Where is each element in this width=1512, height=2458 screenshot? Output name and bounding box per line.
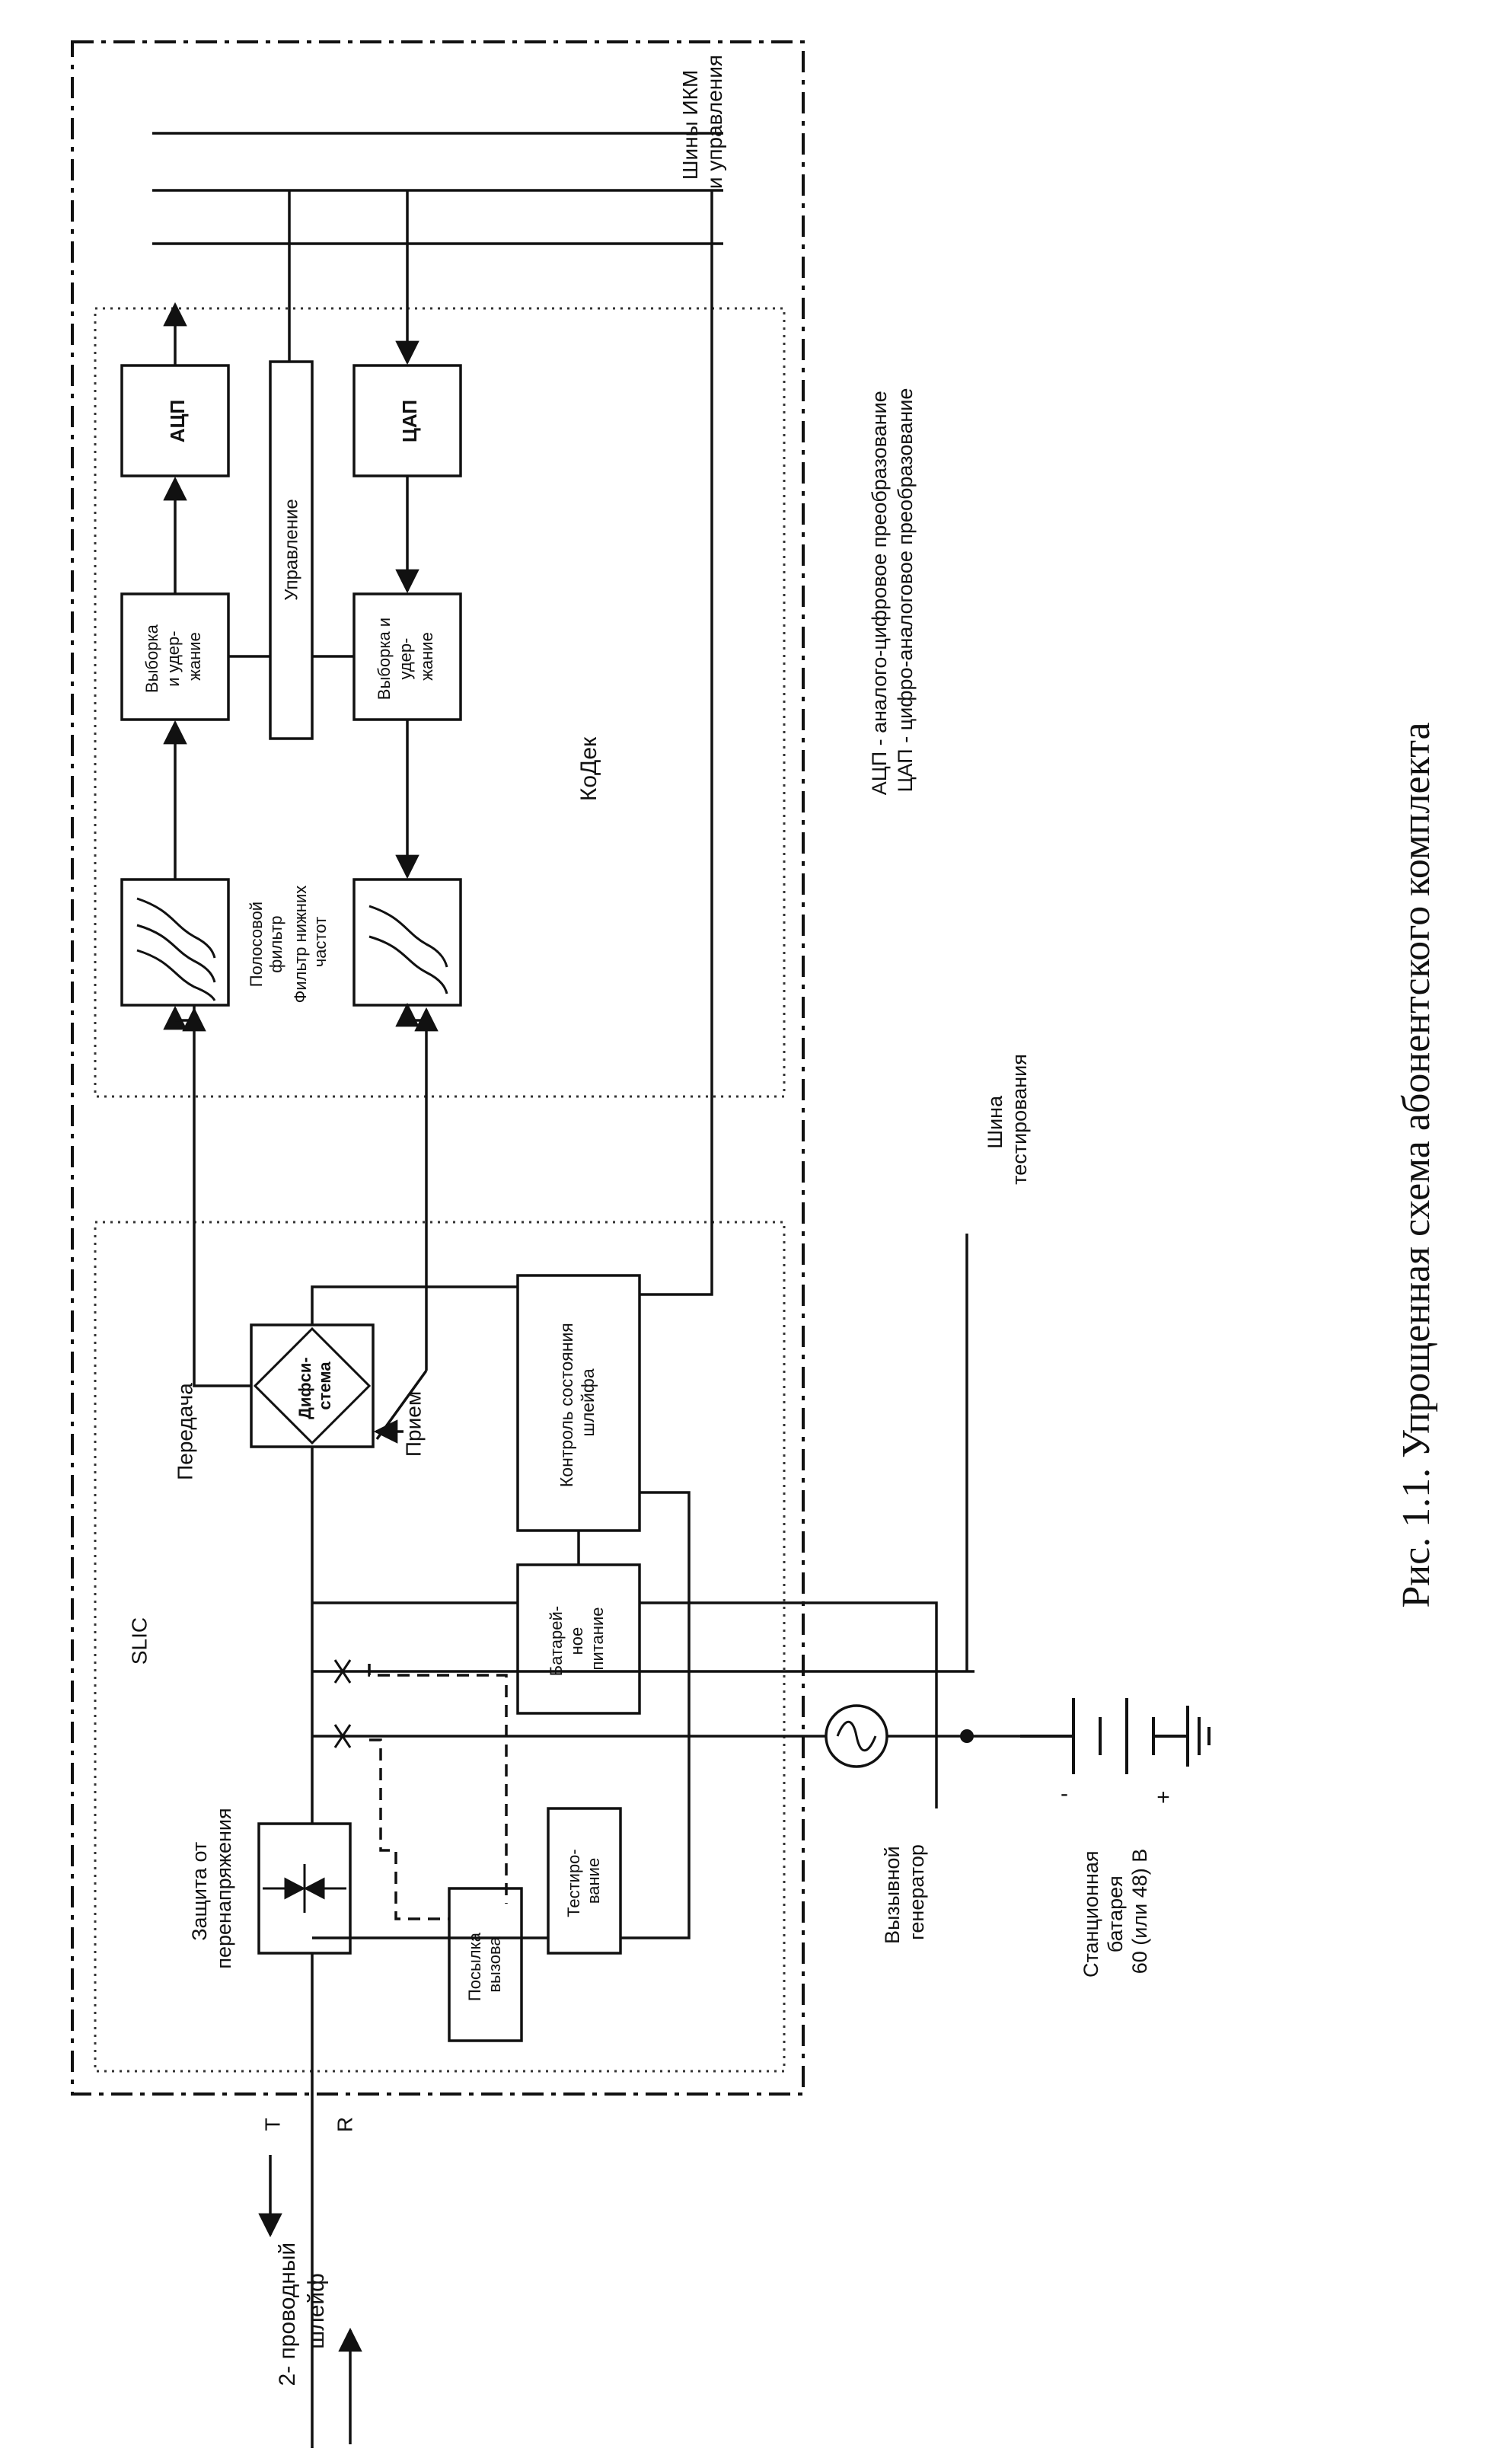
bandpass-filter-block [120,878,230,1007]
sine-wave-icon [836,1720,877,1752]
test-bus-line1: Шина [984,1095,1006,1149]
tip-label: T [260,2118,284,2131]
outer-enclosure [71,40,805,2096]
ringing-line1: Посылка [465,1932,484,2001]
lowpass-filter-block [352,878,462,1007]
svg-text:АЦП - аналого-цифровое преобра: АЦП - аналого-цифровое преобразование ЦА… [868,385,917,796]
relay-contacts [333,1659,352,1748]
sample-hold-rx-line1: Выборка и [375,618,394,700]
sample-hold-tx-line2: и удер- [164,630,183,686]
surge-protector-icon [263,1864,346,1913]
hybrid-line2: стема [315,1361,334,1410]
sample-hold-rx-line3: жание [417,632,436,681]
adc-label: АЦП [166,400,189,442]
slic-wiring [175,190,1020,2380]
battery-feed-block: Батарей- ное питание [516,1563,641,1715]
svg-text:Контроль состояния шлейф: Контроль состояния шлейфа [557,1318,598,1487]
receive-label: Прием [401,1391,425,1457]
pcm-bus-line2: и управления [703,55,726,189]
svg-text:Выборка и удер- жа: Выборка и удер- жание [142,620,204,693]
sample-hold-rx-block: Выборка и удер- жание [352,592,462,721]
station-battery-icon [1020,1698,1211,1774]
loop-label-line2: шлейф [304,2273,329,2349]
battery-line3: 60 (или 48) В [1128,1849,1151,1974]
battery-line2: батарея [1104,1875,1127,1952]
slic-label: SLIC [127,1617,151,1665]
pcm-bus-line1: Шины ИКМ [678,70,702,180]
testing-line2: вание [584,1858,603,1904]
battery-line1: Станционная [1080,1851,1102,1978]
ring-label: R [333,2117,356,2132]
ringing-block: Посылка вызова [448,1887,523,2042]
lowpass-filter-icon [368,905,448,994]
hybrid-block: Дифси- стема [250,1323,375,1448]
sample-hold-tx-block: Выборка и удер- жание [120,592,230,721]
svg-text:Шина тестирования: Шина тестирования [984,1054,1031,1185]
codec-wiring [163,190,419,1030]
slic-section-border [94,1221,786,2073]
control-block: Управление [269,360,314,740]
pcm-buses [152,132,723,245]
test-bus-line2: тестирования [1008,1054,1031,1185]
bandpass-label-2: фильтр [266,915,285,972]
ring-generator-line2: генератор [905,1844,928,1940]
filter-labels: Полосовой фильтр Фильтр нижних частот [247,881,330,1004]
battery-plus: + [1156,1785,1170,1810]
bandpass-filter-icon [136,897,216,1001]
svg-text:Батарей- ное питан: Батарей- ное питание [547,1601,607,1676]
battery-feed-line3: питание [588,1607,607,1671]
battery-feed-line1: Батарей- [547,1606,566,1676]
svg-text:Тестиро- вание: Тестиро- вание [564,1844,603,1917]
testing-line1: Тестиро- [564,1849,583,1917]
transmit-label: Передача [173,1383,196,1480]
bandpass-label-1: Полосовой [247,902,266,987]
dac-block: ЦАП [352,364,462,477]
junction-dot [960,1729,974,1743]
lowpass-label-1: Фильтр нижних [291,886,310,1004]
svg-text:Вызывной генератор: Вызывной генератор [881,1840,928,1944]
loop-monitor-line1: Контроль состояния [557,1323,576,1487]
svg-text:Посылка вызова: Посылка вызова [465,1928,504,2001]
protection-block [257,1822,352,1955]
codec-label: КоДек [576,736,601,801]
protection-line1: Защита от [188,1842,211,1941]
ringing-line2: вызова [485,1936,504,1993]
battery-feed-line2: ное [567,1627,586,1655]
svg-text:Шины ИКМ и управления: Шины ИКМ и управления [678,55,726,189]
svg-text:2- проводный шлейф: 2- проводный шлейф [275,2236,329,2386]
testing-block: Тестиро- вание [547,1807,622,1955]
loop-monitor-line2: шлейфа [578,1368,598,1436]
loop-label-line1: 2- проводный [275,2243,300,2386]
loop-wires [258,2155,362,2448]
adc-block: АЦП [120,364,230,477]
svg-text:Выборка и удер- жа: Выборка и удер- жание [375,613,436,700]
figure-caption: Рис. 1.1. Упрощенная схема абонентского … [1395,722,1438,1607]
protection-line2: перенапряжения [212,1808,235,1968]
codec-section-border [94,307,786,1098]
sample-hold-tx-line3: жание [185,632,204,681]
svg-text:Дифси- стема: Дифси- стема [295,1352,334,1419]
dac-label: ЦАП [398,400,421,442]
hybrid-line1: Дифси- [295,1357,314,1419]
svg-text:Станционная батарея 60: Станционная батарея 60 (или 48) В [1080,1845,1151,1978]
loop-monitor-block: Контроль состояния шлейфа [516,1274,641,1532]
sample-hold-tx-line1: Выборка [142,624,161,693]
battery-minus: - [1061,1781,1068,1806]
legend-line1: АЦП - аналого-цифровое преобразование [868,391,891,795]
legend-line2: ЦАП - цифро-аналоговое преобразование [894,388,917,793]
ring-generator-line1: Вызывной [881,1846,904,1944]
svg-text:Защита от перенапряжения: Защита от перенапряжения [188,1808,235,1968]
ring-generator [825,1704,888,1768]
sample-hold-rx-line2: удер- [396,638,415,680]
lowpass-label-2: частот [311,917,330,967]
control-label: Управление [281,499,301,600]
